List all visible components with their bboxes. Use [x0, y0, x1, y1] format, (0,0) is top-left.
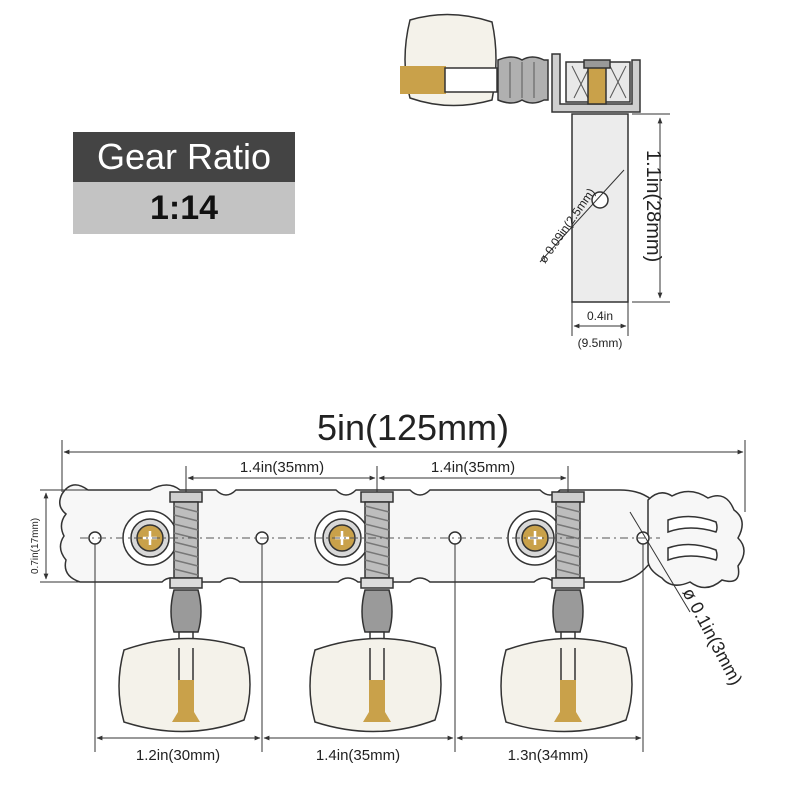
worm-cap-1 [169, 491, 203, 503]
bushing-2 [360, 577, 394, 589]
total-length-label: 5in(125mm) [317, 407, 509, 448]
side-worm-screw [497, 56, 549, 104]
knob-brass-2 [363, 680, 391, 722]
worm-thread-3 [555, 568, 581, 576]
bottom-3-label: 1.3n(34mm) [508, 747, 589, 764]
worm-thread-3 [555, 532, 581, 540]
bottom-1-label: 1.2in(30mm) [136, 747, 220, 764]
spacing-2-label: 1.4in(35mm) [431, 459, 515, 476]
tuner-unit-1 [118, 491, 251, 733]
worm-thread-1 [173, 523, 199, 531]
plate-height-label: 0.7in(17mm) [30, 518, 41, 574]
tuner-unit-3 [500, 491, 633, 733]
side-view [400, 13, 641, 303]
post-width-mm-label: (9.5mm) [578, 336, 623, 350]
worm-thread-2 [364, 568, 390, 576]
worm-thread-2 [364, 559, 390, 567]
gear-ratio-title: Gear Ratio [73, 132, 295, 182]
shaft-grip-2 [361, 589, 393, 633]
worm-thread-2 [364, 514, 390, 522]
worm-thread-3 [555, 541, 581, 549]
post-width-in-label: 0.4in [587, 309, 613, 323]
worm-thread-2 [364, 532, 390, 540]
worm-thread-1 [173, 541, 199, 549]
bottom-2-label: 1.4in(35mm) [316, 747, 400, 764]
worm-cap-2 [360, 491, 394, 503]
side-dimensions [539, 113, 670, 336]
worm-thread-1 [173, 505, 199, 513]
worm-screw-2 [364, 501, 390, 579]
side-post-hole [591, 191, 609, 209]
front-dimensions [40, 440, 746, 752]
side-gear-brass-screw [587, 63, 607, 105]
worm-thread-1 [173, 550, 199, 558]
worm-thread-3 [555, 523, 581, 531]
worm-thread-2 [364, 523, 390, 531]
shaft-grip-3 [552, 589, 584, 633]
mount-hole-diameter-label: ø 0.1in(3mm) [678, 584, 746, 688]
worm-thread-3 [555, 514, 581, 522]
worm-thread-1 [173, 559, 199, 567]
spacing-1-label: 1.4in(35mm) [240, 459, 324, 476]
post-height-label: 1.1in(28mm) [642, 150, 664, 262]
worm-screw-3 [555, 501, 581, 579]
worm-thread-3 [555, 550, 581, 558]
knob-brass-1 [172, 680, 200, 722]
worm-thread-1 [173, 568, 199, 576]
shaft-grip-1 [170, 589, 202, 633]
end-tab [647, 490, 745, 589]
worm-thread-3 [555, 505, 581, 513]
bushing-1 [169, 577, 203, 589]
side-knob-brass [400, 66, 446, 94]
worm-cap-3 [551, 491, 585, 503]
worm-screw-1 [173, 501, 199, 579]
worm-thread-2 [364, 550, 390, 558]
gear-ratio-box: Gear Ratio 1:14 [73, 132, 295, 234]
worm-thread-3 [555, 559, 581, 567]
tuner-unit-2 [309, 491, 442, 733]
knob-brass-3 [554, 680, 582, 722]
hole-diameter-leader [539, 169, 625, 263]
worm-thread-1 [173, 514, 199, 522]
side-housing [551, 53, 641, 113]
mount-hole-leader [629, 511, 691, 613]
gear-ratio-value: 1:14 [73, 182, 295, 234]
side-shaft [444, 67, 498, 93]
worm-thread-2 [364, 541, 390, 549]
worm-thread-2 [364, 505, 390, 513]
bushing-3 [551, 577, 585, 589]
